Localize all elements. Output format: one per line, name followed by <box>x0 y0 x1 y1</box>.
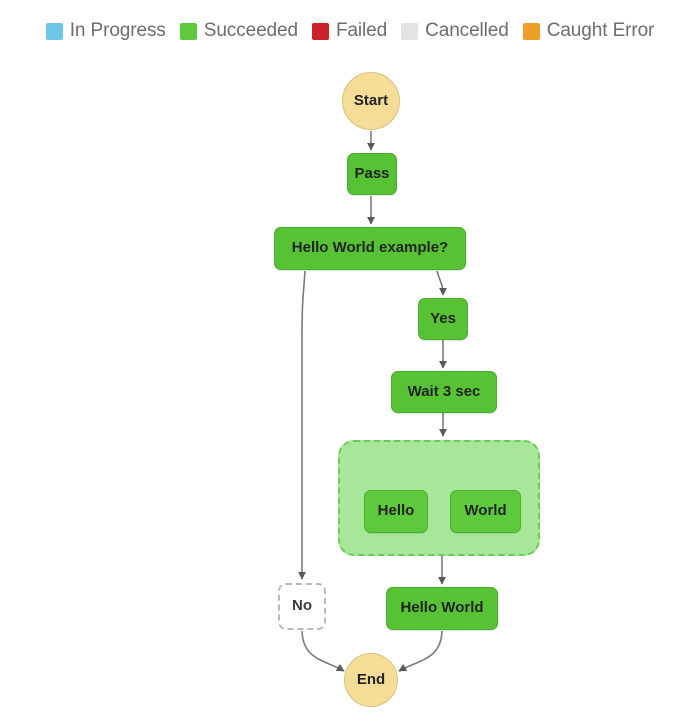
node-choice-label: Hello World example? <box>291 239 449 257</box>
edge-choice-to-no <box>298 270 306 580</box>
legend-item-cancelled: Cancelled <box>401 20 509 42</box>
square-swatch-in-progress <box>45 22 63 40</box>
node-wait-3-sec[interactable]: Wait 3 sec <box>391 371 497 413</box>
edge-choice-to-yes <box>436 270 447 296</box>
node-hello-world-label: Hello World <box>400 599 484 617</box>
legend-item-in-progress: In Progress <box>45 20 166 42</box>
square-swatch-caught-error <box>522 22 540 40</box>
legend-item-failed: Failed <box>311 20 388 42</box>
node-no[interactable]: No <box>278 583 326 630</box>
edge-hello-world-to-end <box>398 630 443 672</box>
legend-label-failed: Failed <box>335 20 388 41</box>
legend-label-caught-error: Caught Error <box>546 20 655 41</box>
status-legend: In Progress Succeeded Failed Cancelled C… <box>0 0 700 62</box>
node-end-label: End <box>356 670 386 688</box>
node-start-label: Start <box>353 91 389 109</box>
node-end[interactable]: End <box>344 653 398 707</box>
legend-item-succeeded: Succeeded <box>179 20 298 42</box>
node-yes[interactable]: Yes <box>418 298 468 340</box>
node-pass-label: Pass <box>354 164 390 182</box>
legend-label-cancelled: Cancelled <box>425 20 509 41</box>
node-wait-label: Wait 3 sec <box>407 382 481 400</box>
node-world-label: World <box>464 502 507 520</box>
node-hello-label: Hello <box>377 502 415 520</box>
legend-label-in-progress: In Progress <box>69 20 166 41</box>
legend-label-succeeded: Succeeded <box>203 20 298 41</box>
node-choice-hello-world-example[interactable]: Hello World example? <box>274 227 466 270</box>
square-swatch-failed <box>311 22 329 40</box>
node-hello[interactable]: Hello <box>364 490 428 533</box>
square-swatch-cancelled <box>401 22 419 40</box>
node-yes-label: Yes <box>430 309 456 327</box>
square-swatch-succeeded <box>179 22 197 40</box>
node-hello-world[interactable]: Hello World <box>386 587 498 630</box>
legend-item-caught-error: Caught Error <box>522 20 655 42</box>
node-world[interactable]: World <box>450 490 521 533</box>
node-no-label: No <box>292 597 312 615</box>
edge-no-to-end <box>301 630 345 672</box>
node-pass[interactable]: Pass <box>347 153 397 195</box>
node-start[interactable]: Start <box>342 72 400 130</box>
